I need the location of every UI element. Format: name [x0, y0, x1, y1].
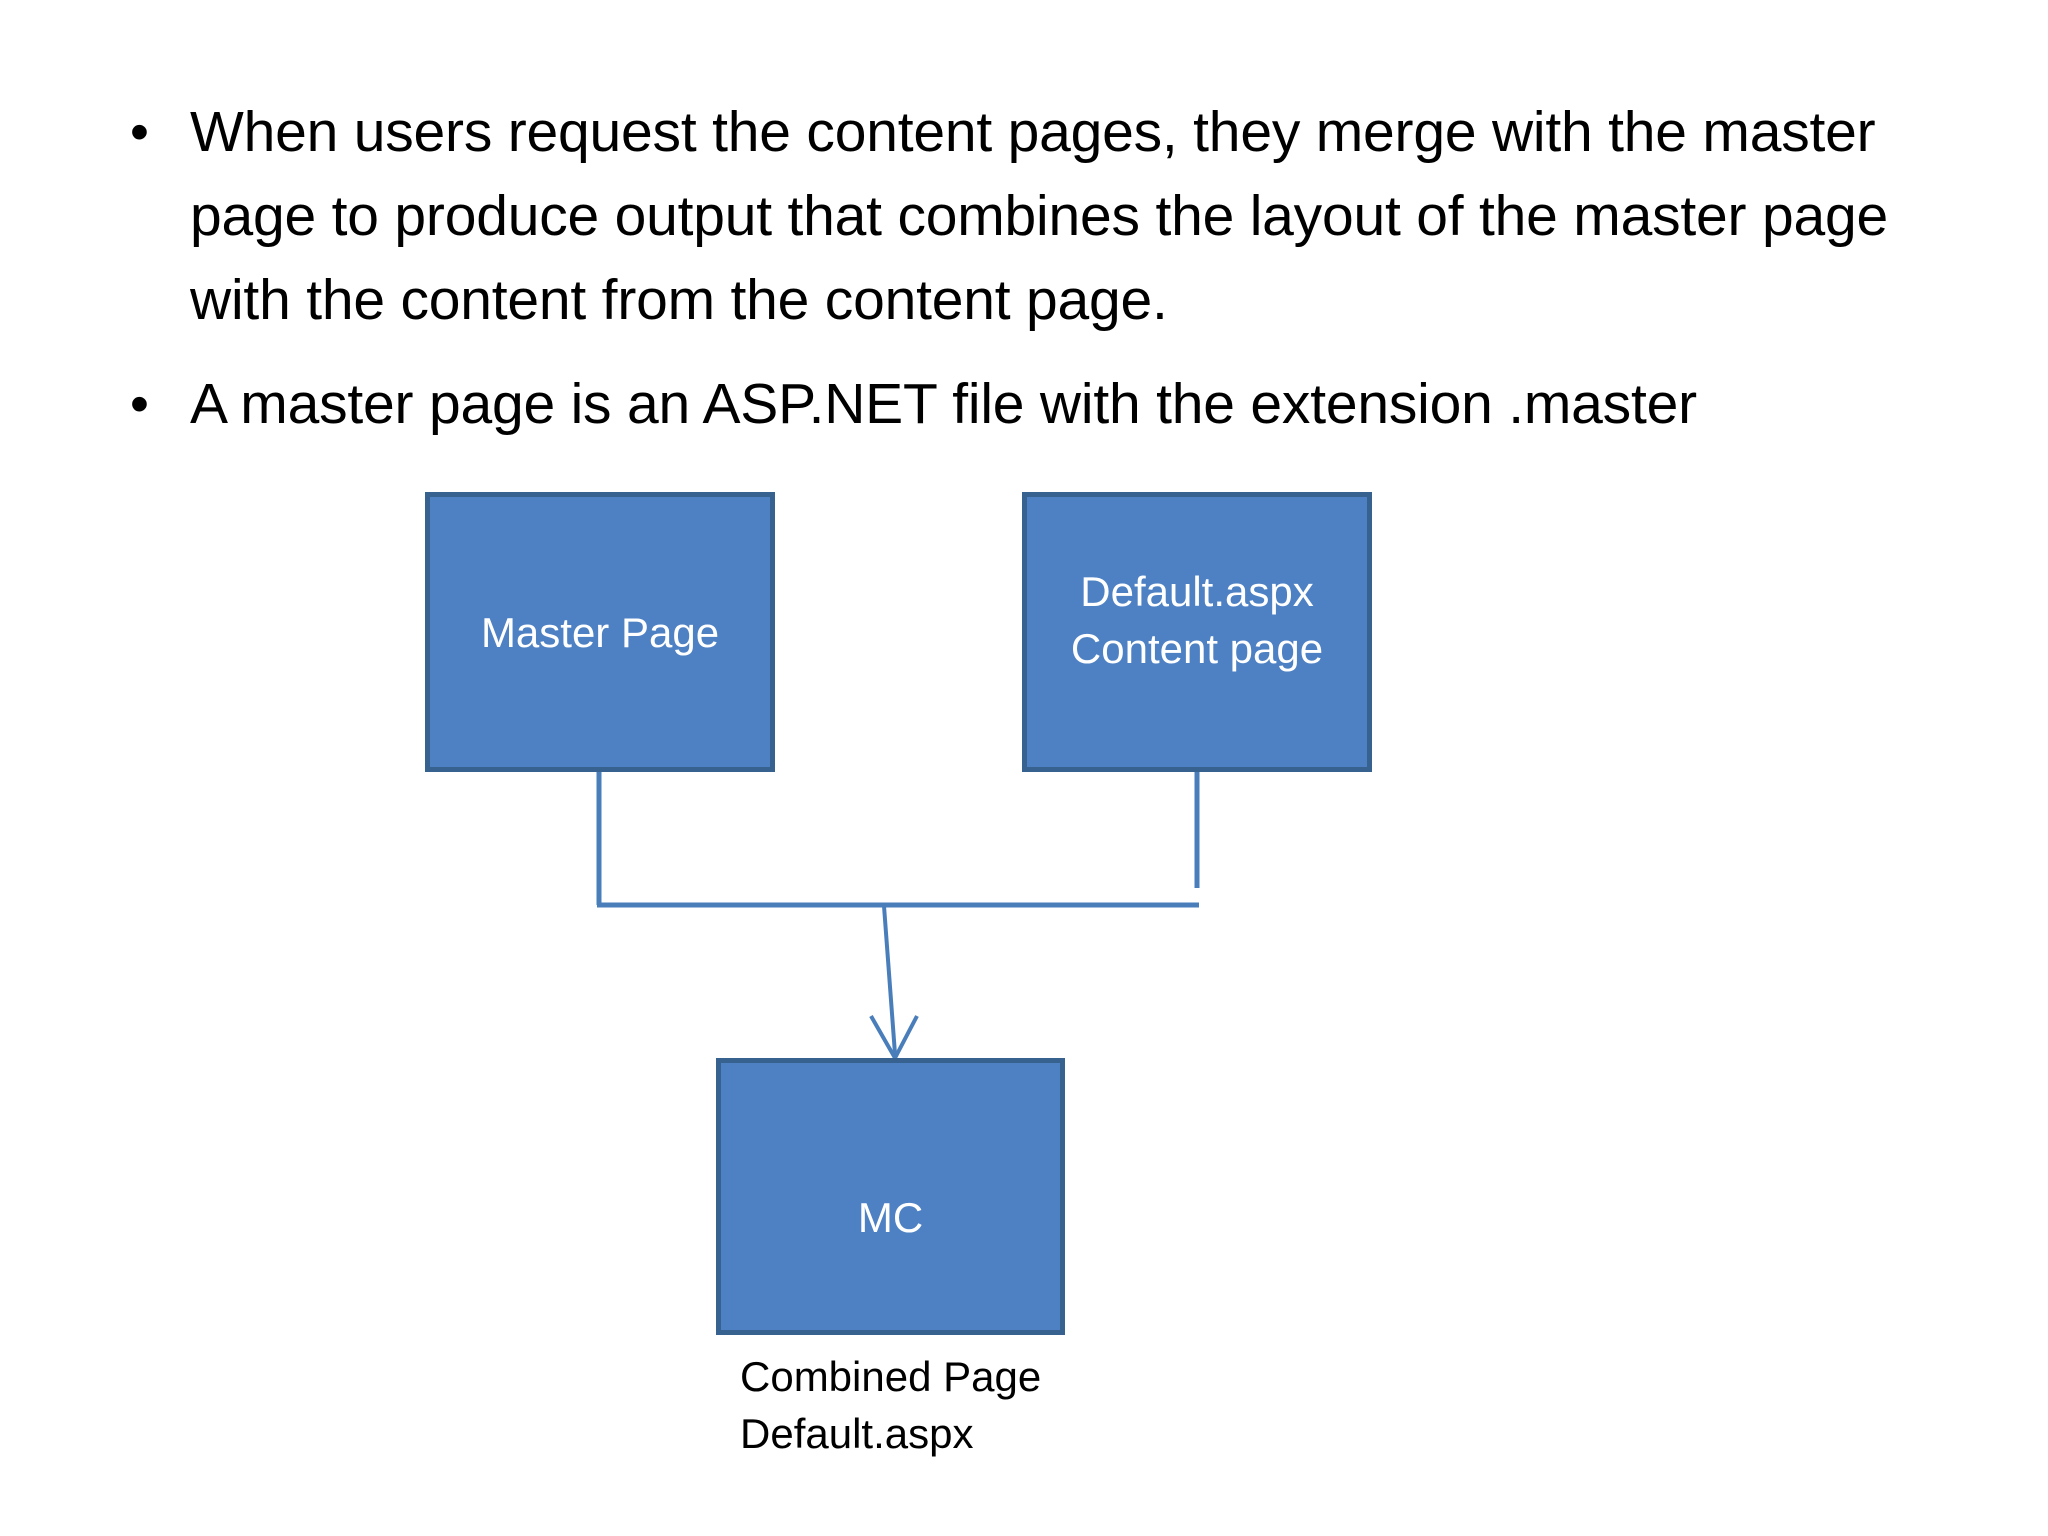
bullet-list: • When users request the content pages, … — [120, 90, 1950, 466]
list-item: • A master page is an ASP.NET file with … — [120, 362, 1950, 446]
node-combined-page[interactable]: MC — [716, 1058, 1065, 1335]
node-master-page[interactable]: Master Page — [425, 492, 775, 772]
connector-combined-stem — [882, 905, 897, 1055]
bullet-text-1: When users request the content pages, th… — [190, 100, 1888, 332]
node-content-page-label: Default.aspx Content page — [1070, 568, 1324, 672]
node-combined-page-label: MC — [857, 1194, 924, 1241]
combined-page-caption: Combined Page Default.aspx — [740, 1353, 1042, 1457]
list-item: • When users request the content pages, … — [120, 90, 1950, 342]
bullet-point-icon: • — [130, 102, 149, 162]
node-master-page-label: Master Page — [480, 608, 720, 656]
bullet-point-icon: • — [130, 374, 149, 434]
node-content-page[interactable]: Default.aspx Content page — [1022, 492, 1372, 772]
bullet-text-2: A master page is an ASP.NET file with th… — [190, 372, 1697, 436]
